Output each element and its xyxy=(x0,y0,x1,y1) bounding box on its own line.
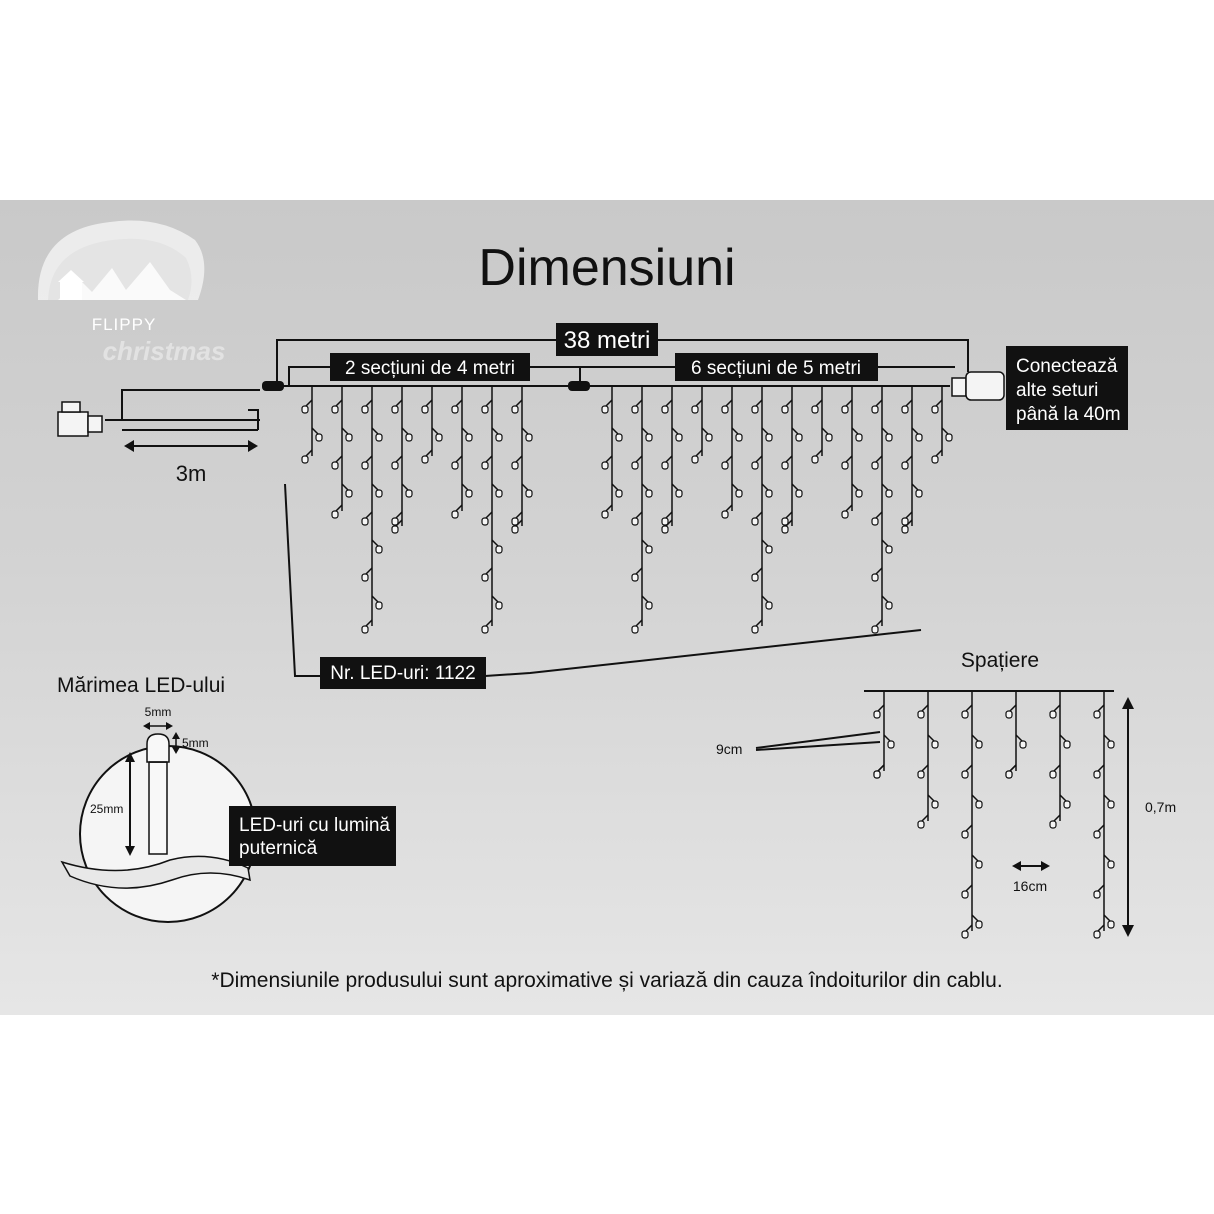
led-size-heading: Mărimea LED-ului xyxy=(57,674,225,697)
footnote: *Dimensiunile produsului sunt aproximati… xyxy=(211,969,1002,992)
led-count-badge: Nr. LED-uri: 1122 xyxy=(320,657,486,689)
svg-text:Conectează: Conectează xyxy=(1016,356,1118,377)
section-a-badge: 2 secțiuni de 4 metri xyxy=(330,353,530,381)
svg-text:6 secțiuni de 5 metri: 6 secțiuni de 5 metri xyxy=(691,358,861,379)
led-cap-label: 5mm xyxy=(182,736,209,750)
svg-text:alte seturi: alte seturi xyxy=(1016,380,1098,401)
power-adapter xyxy=(57,401,103,437)
bright-led-badge: LED-uri cu lumină puternică xyxy=(229,806,396,866)
svg-text:LED-uri cu lumină: LED-uri cu lumină xyxy=(239,815,390,836)
spacing-arrows xyxy=(1012,697,1134,937)
drop-length-label: 0,7m xyxy=(1145,799,1176,815)
svg-text:38 metri: 38 metri xyxy=(564,327,651,354)
svg-text:puternică: puternică xyxy=(239,838,318,859)
icicle-drops xyxy=(301,386,953,634)
total-length-badge: 38 metri xyxy=(556,323,658,356)
brand-script: christmas xyxy=(103,336,226,366)
connect-note-badge: Conectează alte seturi până la 40m xyxy=(1006,346,1128,430)
svg-text:până la 40m: până la 40m xyxy=(1016,404,1121,425)
section-b-badge: 6 secțiuni de 5 metri xyxy=(675,353,878,381)
cable-connectors xyxy=(262,381,590,391)
svg-text:2 secțiuni de 4 metri: 2 secțiuni de 4 metri xyxy=(345,358,515,379)
curtain-structure xyxy=(105,339,969,677)
vertical-spacing-label: 9cm xyxy=(716,741,742,757)
spacing-detail xyxy=(755,690,1129,930)
svg-text:Nr. LED-uri: 1122: Nr. LED-uri: 1122 xyxy=(330,663,475,684)
page-title: Dimensiuni xyxy=(478,239,735,297)
spacing-icicle-drops xyxy=(873,691,1115,939)
lead-length-label: 3m xyxy=(176,461,207,486)
horizontal-spacing-label: 16cm xyxy=(1013,878,1047,894)
lead-length-arrow xyxy=(124,440,258,452)
brand-name: FLIPPY xyxy=(92,315,157,334)
led-size-detail xyxy=(60,722,257,923)
led-width-label: 5mm xyxy=(145,705,172,719)
led-height-label: 25mm xyxy=(90,802,123,816)
brand-logo: FLIPPY christmas xyxy=(37,220,226,366)
end-socket xyxy=(951,371,1005,401)
spacing-heading: Spațiere xyxy=(961,649,1039,672)
